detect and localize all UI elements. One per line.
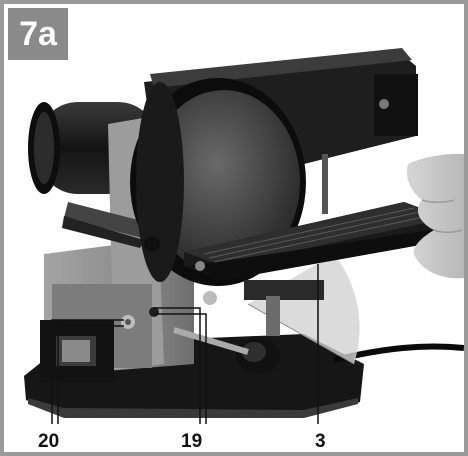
figure-number-badge: 7a (8, 8, 68, 60)
callout-label-3: 3 (315, 431, 326, 452)
belt-disc-sander-photo (24, 48, 464, 424)
callout-label-19: 19 (181, 431, 203, 452)
callout-label-20: 20 (38, 431, 60, 452)
callout-leader-lines (51, 264, 319, 424)
